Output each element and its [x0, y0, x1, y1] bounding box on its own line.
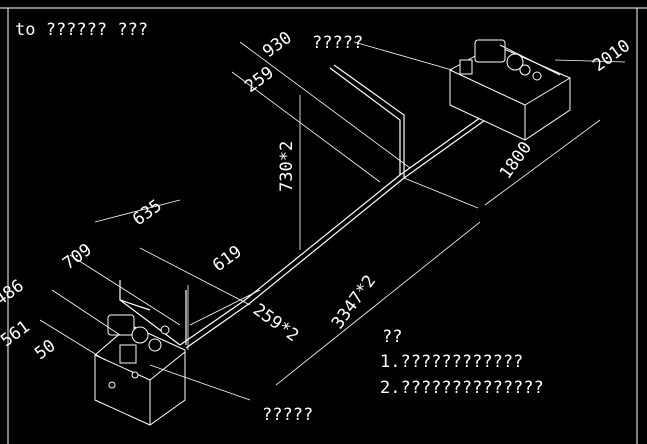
dim-635: 635: [129, 196, 166, 230]
dim-619: 619: [209, 242, 246, 276]
note-2: 2.??????????????: [380, 378, 544, 398]
dim-561: 561: [0, 317, 34, 351]
dim-50: 50: [31, 336, 59, 364]
bottom-equipment: [94, 314, 186, 426]
drawing-title: to ?????? ???: [15, 20, 148, 40]
frame: [0, 7, 647, 444]
bottom-equipment-callout: ?????: [262, 405, 313, 425]
dim-259x2: 259*2: [249, 300, 302, 346]
dim-486: 486: [0, 276, 28, 310]
dim-3347x2: 3347*2: [328, 271, 380, 332]
top-equipment: [449, 39, 571, 141]
dim-709: 709: [59, 240, 96, 274]
notes-heading: ??: [382, 327, 402, 347]
dim-2010: 2010: [589, 36, 634, 76]
note-1: 1.????????????: [380, 352, 523, 372]
dim-730x2: 730*2: [277, 141, 297, 192]
dim-259: 259: [241, 63, 278, 97]
dim-1800: 1800: [496, 138, 536, 183]
top-equipment-callout: ?????: [312, 33, 363, 53]
dimension-lines: [39, 41, 626, 401]
dim-930: 930: [259, 28, 296, 62]
